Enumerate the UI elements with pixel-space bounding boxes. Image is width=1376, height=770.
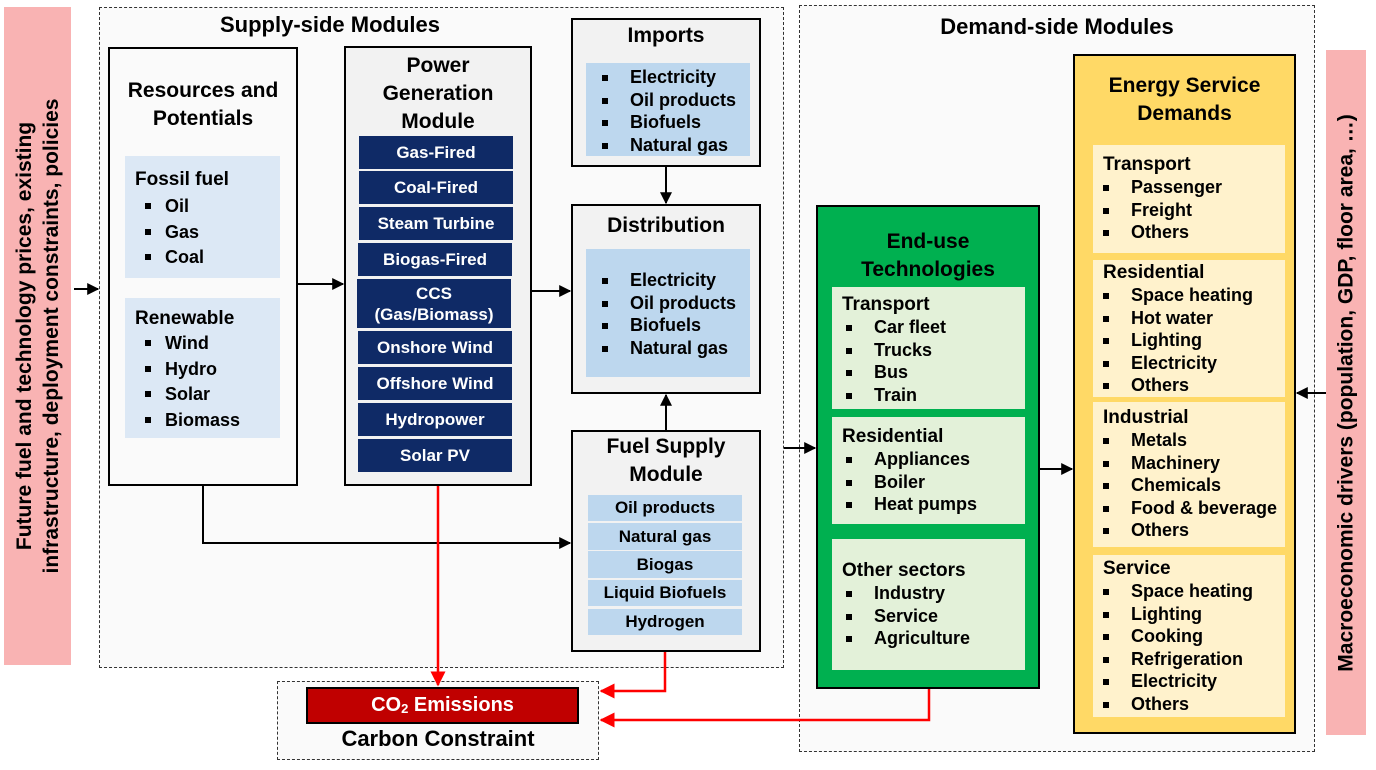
fuel-item-hydrogen: Hydrogen [588, 609, 742, 635]
power-item-gas-fired: Gas-Fired [359, 136, 513, 169]
power-item-ccs: CCS (Gas/Biomass) [357, 279, 511, 328]
list-item: Oil [135, 194, 270, 220]
list-item: Space heating [1093, 284, 1275, 307]
power-item-coal-fired: Coal-Fired [359, 171, 513, 204]
carbon-constraint-label: Carbon Constraint [341, 726, 535, 751]
list-item: Bus [836, 361, 1015, 384]
service-residential-panel: Residential Space heating Hot water Ligh… [1093, 260, 1285, 397]
list-item: Oil products [592, 89, 750, 112]
power-generation-module: Power Generation Module Gas-Fired Coal-F… [344, 46, 532, 486]
power-item-solar-pv: Solar PV [358, 439, 512, 472]
supply-side-title: Supply-side Modules [219, 12, 441, 37]
list-item: Appliances [836, 448, 1015, 471]
list-item: Electricity [1093, 670, 1275, 693]
list-item: Electricity [592, 66, 750, 89]
service-industrial-panel: Industrial Metals Machinery Chemicals Fo… [1093, 402, 1285, 547]
arrow-end-use-to-co2 [599, 689, 931, 728]
distribution-module: Distribution Electricity Oil products Bi… [571, 204, 761, 394]
list-item: Natural gas [592, 134, 750, 157]
energy-service-title: Energy Service Demands [1108, 74, 1261, 125]
energy-service-module: Energy Service Demands Transport Passeng… [1073, 54, 1296, 734]
end-use-title: End-use Technologies [861, 230, 995, 281]
list-item: Freight [1093, 199, 1275, 222]
list-item: Others [1093, 374, 1275, 397]
imports-module: Imports Electricity Oil products Biofuel… [571, 18, 761, 167]
distribution-list: Electricity Oil products Biofuels Natura… [592, 269, 750, 359]
list-item: Metals [1093, 429, 1275, 452]
list-item: Heat pumps [836, 493, 1015, 516]
list-item: Trucks [836, 339, 1015, 362]
fossil-fuel-heading: Fossil fuel [135, 169, 229, 190]
list-item: Coal [135, 245, 270, 271]
fuel-item-natural-gas: Natural gas [588, 523, 742, 550]
list-item: Car fleet [836, 316, 1015, 339]
list-item: Chemicals [1093, 474, 1275, 497]
list-item: Gas [135, 220, 270, 246]
list-item: Natural gas [592, 337, 750, 360]
list-item: Space heating [1093, 580, 1275, 603]
renewable-list: Wind Hydro Solar Biomass [135, 331, 270, 433]
end-use-residential-panel: Residential Appliances Boiler Heat pumps [832, 417, 1025, 524]
right-driver-bar: Macroeconomic drivers (population, GDP, … [1326, 50, 1366, 735]
list-item: Others [1093, 519, 1275, 542]
fuel-supply-module: Fuel Supply Module Oil products Natural … [571, 430, 761, 652]
imports-panel: Electricity Oil products Biofuels Natura… [586, 63, 750, 156]
renewable-panel: Renewable Wind Hydro Solar Biomass [125, 298, 280, 438]
list-item: Passenger [1093, 176, 1275, 199]
fossil-fuel-panel: Fossil fuel Oil Gas Coal [125, 156, 280, 278]
list-item: Machinery [1093, 452, 1275, 475]
fuel-item-liquid-biofuels: Liquid Biofuels [588, 580, 742, 606]
list-item: Lighting [1093, 329, 1275, 352]
list-item: Lighting [1093, 603, 1275, 626]
distribution-title: Distribution [607, 214, 725, 237]
left-driver-bar: Future fuel and technology prices, exist… [4, 7, 71, 665]
list-item: Service [836, 605, 1015, 628]
list-item: Solar [135, 382, 270, 408]
list-item: Oil products [592, 292, 750, 315]
list-item: Cooking [1093, 625, 1275, 648]
power-item-onshore-wind: Onshore Wind [358, 331, 512, 364]
list-item: Biofuels [592, 111, 750, 134]
list-item: Hydro [135, 357, 270, 383]
list-item: Biofuels [592, 314, 750, 337]
power-item-offshore-wind: Offshore Wind [358, 367, 512, 400]
imports-title: Imports [627, 24, 705, 47]
resources-title: Resources and Potentials [127, 79, 279, 130]
list-item: Biomass [135, 408, 270, 434]
fossil-fuel-list: Oil Gas Coal [135, 194, 270, 271]
end-use-module: End-use Technologies Transport Car fleet… [816, 205, 1040, 689]
list-item: Electricity [1093, 352, 1275, 375]
service-service-panel: Service Space heating Lighting Cooking R… [1093, 555, 1285, 717]
list-item: Boiler [836, 471, 1015, 494]
power-item-biogas-fired: Biogas-Fired [358, 243, 512, 276]
list-item: Train [836, 384, 1015, 407]
power-item-hydropower: Hydropower [358, 403, 512, 436]
fuel-item-oil-products: Oil products [588, 495, 742, 521]
power-generation-title: Power Generation Module [382, 54, 494, 133]
service-transport-panel: Transport Passenger Freight Others [1093, 145, 1285, 253]
distribution-panel: Electricity Oil products Biofuels Natura… [586, 249, 750, 377]
list-item: Others [1093, 221, 1275, 244]
fuel-item-biogas: Biogas [588, 551, 742, 578]
end-use-transport-panel: Transport Car fleet Trucks Bus Train [832, 287, 1025, 409]
arrow-resources-to-fuel-supply [202, 486, 572, 549]
fuel-supply-title: Fuel Supply Module [606, 435, 726, 486]
list-item: Agriculture [836, 627, 1015, 650]
power-item-steam-turbine: Steam Turbine [359, 207, 513, 240]
list-item: Food & beverage [1093, 497, 1277, 520]
list-item: Wind [135, 331, 270, 357]
list-item: Refrigeration [1093, 648, 1275, 671]
demand-side-title: Demand-side Modules [940, 14, 1174, 39]
list-item: Electricity [592, 269, 750, 292]
resources-module: Resources and Potentials Fossil fuel Oil… [108, 47, 298, 486]
end-use-other-panel: Other sectors Industry Service Agricultu… [832, 539, 1025, 670]
list-item: Others [1093, 693, 1275, 716]
list-item: Hot water [1093, 307, 1275, 330]
arrow-fuel-supply-to-co2 [599, 652, 667, 699]
renewable-heading: Renewable [135, 308, 235, 329]
list-item: Industry [836, 582, 1015, 605]
imports-list: Electricity Oil products Biofuels Natura… [592, 66, 750, 156]
